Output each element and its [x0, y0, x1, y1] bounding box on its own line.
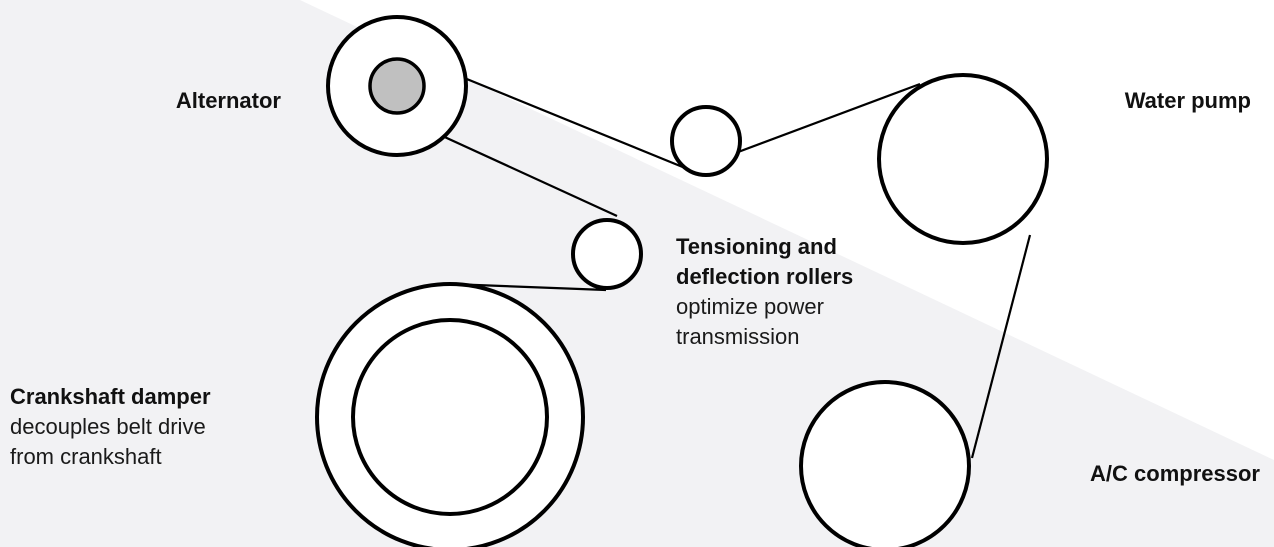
water-pump-label: Water pump — [1125, 86, 1251, 116]
ac-compressor-title: A/C compressor — [1090, 461, 1260, 486]
crankshaft-title: Crankshaft damper — [10, 384, 211, 409]
crankshaft-desc-line1: decouples belt drive — [10, 414, 206, 439]
rollers-desc-line1: optimize power — [676, 294, 824, 319]
idler-roller-left — [571, 218, 643, 290]
water-pump-pulley — [877, 73, 1049, 245]
alternator-title: Alternator — [175, 88, 281, 113]
ac-compressor-pulley — [799, 380, 971, 547]
rollers-title-line1: Tensioning and — [676, 234, 837, 259]
idler-roller-top — [670, 105, 742, 177]
alternator-label: Alternator — [176, 86, 281, 116]
belt-segment — [970, 234, 1032, 459]
alternator-hub — [368, 57, 426, 115]
water-pump-title: Water pump — [1124, 88, 1251, 113]
belt-segment — [424, 60, 691, 172]
rollers-title-line2: deflection rollers — [676, 264, 854, 289]
rollers-label: Tensioning and deflection rollers optimi… — [676, 232, 853, 352]
crankshaft-label: Crankshaft damper decouples belt drive f… — [10, 382, 211, 472]
rollers-desc-line2: transmission — [676, 324, 800, 349]
crankshaft-damper-inner — [351, 318, 549, 516]
crankshaft-desc-line2: from crankshaft — [10, 444, 162, 469]
ac-compressor-label: A/C compressor — [1090, 459, 1260, 489]
